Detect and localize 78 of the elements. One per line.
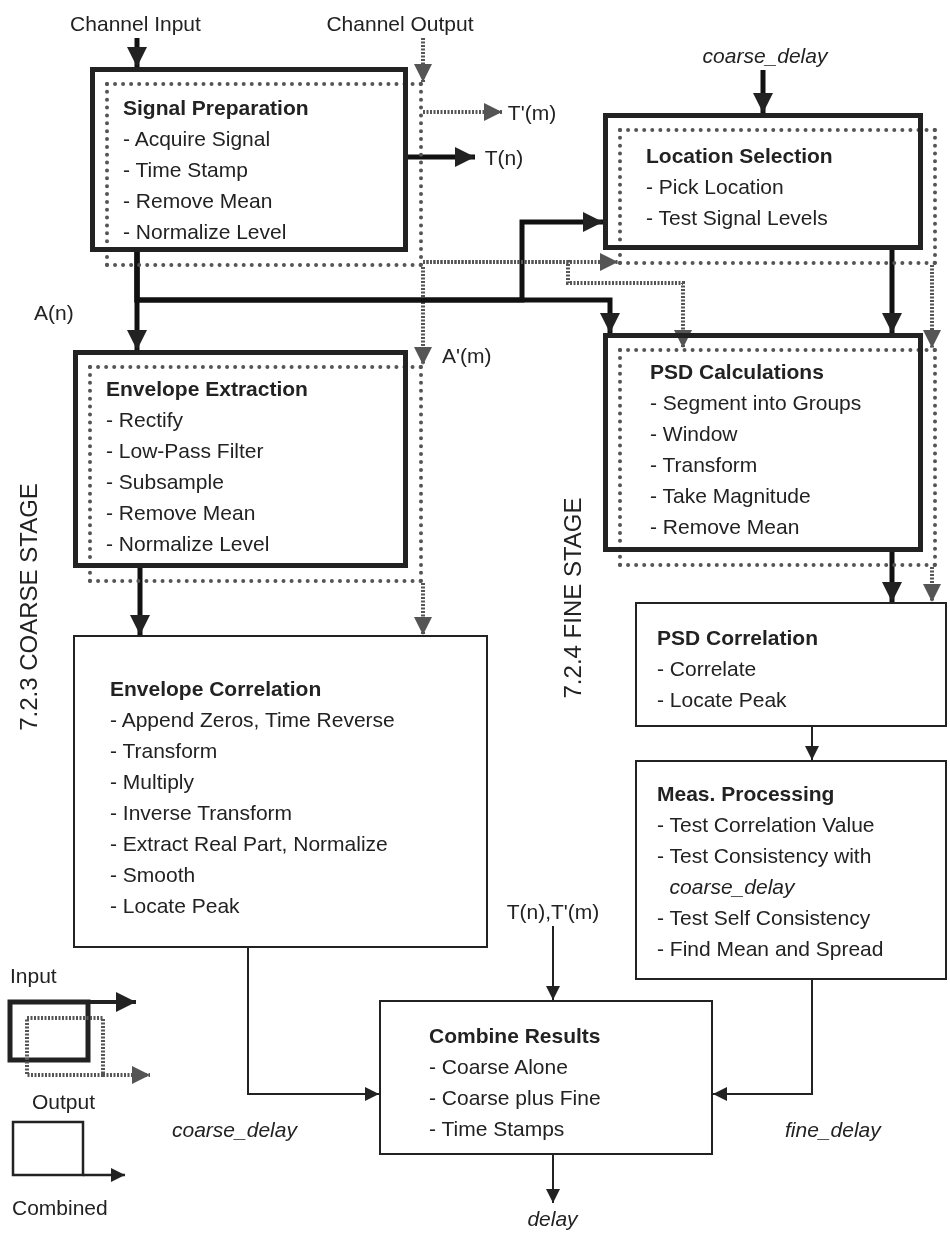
step-text: - Low-Pass Filter <box>106 438 265 464</box>
dotted-arrow <box>423 103 502 121</box>
step-text: - Remove Mean <box>106 500 257 526</box>
step-text: - Subsample <box>106 469 225 495</box>
process-box <box>73 350 408 568</box>
step-text: - Append Zeros, Time Reverse <box>110 707 396 733</box>
arrow <box>127 38 147 67</box>
dotted-arrow <box>414 38 432 82</box>
dotted-arrow <box>414 583 432 635</box>
process-box <box>603 113 923 250</box>
arrow <box>805 726 819 761</box>
arrow <box>408 147 475 167</box>
signal-label: Channel Input <box>68 8 203 38</box>
dotted-arrow <box>923 265 941 348</box>
box-heading: PSD Calculations <box>650 359 825 385</box>
stage-label: 7.2.4 FINE STAGE <box>557 497 587 699</box>
box-heading: Combine Results <box>429 1023 602 1049</box>
legend-text: Input <box>10 963 57 989</box>
arrow <box>130 568 150 635</box>
box-heading: Location Selection <box>646 143 834 169</box>
step-text: - Transform <box>110 738 219 764</box>
step-text: - Normalize Level <box>106 531 271 557</box>
step-text: - Multiply <box>110 769 195 795</box>
step-text: - Take Magnitude <box>650 483 812 509</box>
step-text: - Time Stamps <box>429 1116 566 1142</box>
signal-label: T'(m) <box>502 97 562 127</box>
step-text: - Segment into Groups <box>650 390 863 416</box>
signal-label: coarse_delay <box>680 40 850 70</box>
arrow <box>712 979 813 1101</box>
step-text: - Coarse Alone <box>429 1054 569 1080</box>
step-text: - Pick Location <box>646 174 785 200</box>
step-text: - Extract Real Part, Normalize <box>110 831 389 857</box>
process-box <box>73 635 488 948</box>
step-text: - Remove Mean <box>123 188 274 214</box>
box-heading: Envelope Extraction <box>106 376 309 402</box>
dotted-arrow <box>414 267 432 365</box>
arrow <box>753 70 773 113</box>
box-heading: PSD Correlation <box>657 625 820 651</box>
step-text: - Locate Peak <box>110 893 241 919</box>
process-box <box>603 333 923 552</box>
legend-text: Combined <box>12 1195 108 1221</box>
step-text: - Correlate <box>657 656 758 682</box>
box-heading: Meas. Processing <box>657 781 836 807</box>
process-box <box>635 760 947 980</box>
arrow <box>882 552 902 602</box>
legend-text: Output <box>32 1089 96 1115</box>
step-text: - Window <box>650 421 739 447</box>
arrow <box>134 252 620 333</box>
process-box <box>379 1000 713 1155</box>
arrow <box>546 1154 560 1204</box>
step-text: - Coarse plus Fine <box>429 1085 602 1111</box>
box-heading: Envelope Correlation <box>110 676 323 702</box>
dotted-arrow <box>923 567 941 602</box>
step-text: - Test Correlation Value <box>657 812 876 838</box>
step-text: - Smooth <box>110 862 197 888</box>
arrow <box>882 250 902 333</box>
signal-label: delay <box>515 1203 590 1233</box>
step-text: - Find Mean and Spread <box>657 936 885 962</box>
box-heading: Signal Preparation <box>123 95 310 121</box>
step-text: - Normalize Level <box>123 219 288 245</box>
step-text: - Locate Peak <box>657 687 788 713</box>
signal-label: T(n),T'(m) <box>478 896 628 926</box>
stage-label: 7.2.3 COARSE STAGE <box>13 483 43 731</box>
dotted-arrow <box>423 260 692 348</box>
step-text: - Acquire Signal <box>123 126 272 152</box>
step-text: - Remove Mean <box>650 514 801 540</box>
step-text: - Rectify <box>106 407 184 433</box>
arrow <box>546 925 560 1001</box>
signal-label: T(n) <box>475 142 533 172</box>
arrow <box>247 947 380 1101</box>
step-text: - Transform <box>650 452 759 478</box>
process-box <box>90 67 408 252</box>
step-text: - Time Stamp <box>123 157 249 183</box>
step-text: - Test Self Consistency <box>657 905 872 931</box>
process-box <box>635 602 947 727</box>
step-text: - Test Signal Levels <box>646 205 829 231</box>
step-text: - Test Consistency with coarse_delay <box>657 843 873 900</box>
step-text: - Inverse Transform <box>110 800 294 826</box>
